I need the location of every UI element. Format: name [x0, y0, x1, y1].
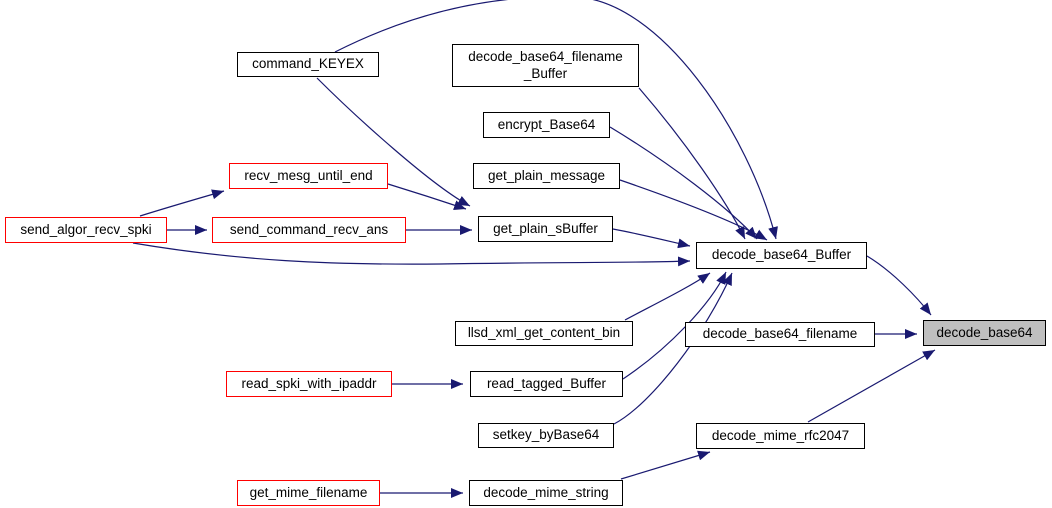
- edge-command-keyex-to-get-plain-sbuffer: [316, 77, 471, 207]
- node-encrypt-base64[interactable]: encrypt_Base64: [483, 112, 610, 138]
- edge-decode-base64-buffer-to-decode-base64: [866, 255, 932, 316]
- edge-command-keyex-to-decode-base64-buffer: [334, 0, 778, 240]
- edge-send-algor-recv-spki-to-decode-base64-buffer: [132, 242, 691, 267]
- node-get-plain-sbuffer[interactable]: get_plain_sBuffer: [478, 216, 613, 242]
- node-setkey-bybase64[interactable]: setkey_byBase64: [478, 423, 614, 448]
- node-send-command-recv-ans[interactable]: send_command_recv_ans: [212, 217, 406, 243]
- node-decode-base64-filename[interactable]: decode_base64_filename: [685, 322, 875, 347]
- edge-get-plain-message-to-decode-base64-buffer: [619, 179, 768, 241]
- node-llsd-xml-get-content-bin[interactable]: llsd_xml_get_content_bin: [455, 321, 633, 346]
- node-decode-base64-filename-buffer[interactable]: decode_base64_filename _Buffer: [452, 44, 639, 87]
- edge-decode-mime-rfc2047-to-decode-base64: [807, 349, 936, 423]
- node-read-spki-with-ipaddr[interactable]: read_spki_with_ipaddr: [226, 371, 392, 397]
- node-decode-base64-buffer[interactable]: decode_base64_Buffer: [696, 242, 867, 269]
- edge-encrypt-base64-to-decode-base64-buffer: [609, 126, 758, 240]
- edge-decode-mime-string-to-decode-mime-rfc2047: [620, 450, 711, 480]
- edge-setkey-bybase64-to-decode-base64-buffer: [613, 272, 733, 425]
- node-decode-mime-rfc2047[interactable]: decode_mime_rfc2047: [696, 423, 865, 449]
- edge-llsd-xml-get-content-bin-to-decode-base64-buffer: [624, 272, 711, 321]
- node-decode-mime-string[interactable]: decode_mime_string: [469, 480, 623, 506]
- node-recv-mesg-until-end[interactable]: recv_mesg_until_end: [229, 163, 388, 189]
- node-get-mime-filename[interactable]: get_mime_filename: [237, 480, 380, 506]
- edge-send-algor-recv-spki-to-recv-mesg-until-end: [139, 189, 225, 217]
- node-decode-base64[interactable]: decode_base64: [923, 320, 1046, 346]
- node-command-keyex[interactable]: command_KEYEX: [237, 52, 379, 77]
- node-read-tagged-buffer[interactable]: read_tagged_Buffer: [470, 371, 623, 397]
- node-get-plain-message[interactable]: get_plain_message: [473, 163, 620, 189]
- edge-get-plain-sbuffer-to-decode-base64-buffer: [612, 228, 691, 249]
- node-send-algor-recv-spki[interactable]: send_algor_recv_spki: [5, 217, 167, 243]
- edge-decode-base64-filename-buffer-to-decode-base64-buffer: [638, 87, 746, 240]
- edge-recv-mesg-until-end-to-get-plain-sbuffer: [387, 183, 467, 210]
